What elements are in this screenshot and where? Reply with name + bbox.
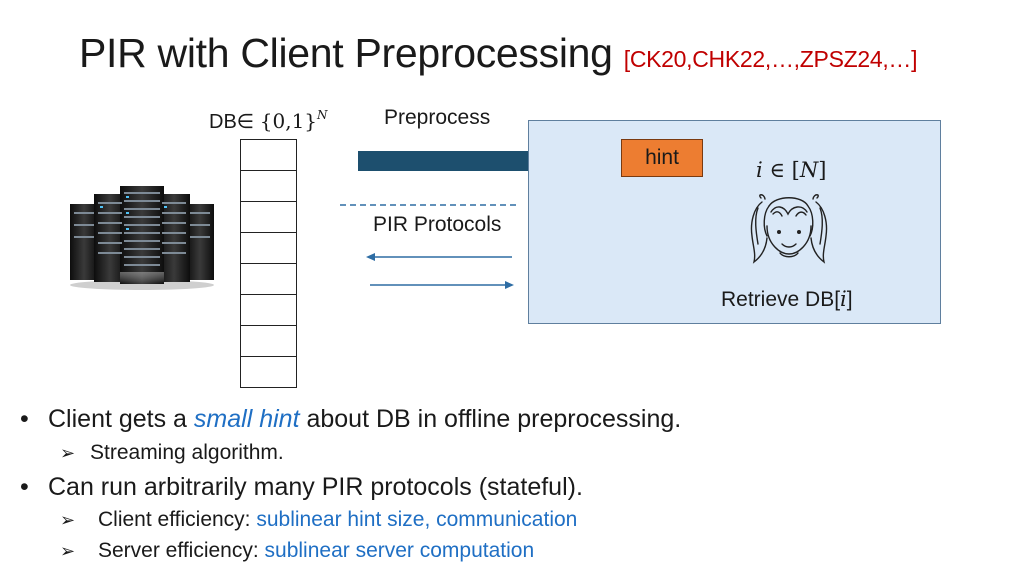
db-cell <box>241 357 296 388</box>
db-cell <box>241 171 296 202</box>
index-expression: i ∈ [N] <box>756 158 827 182</box>
bullet-1: •Client gets a small hint about DB in of… <box>20 405 682 433</box>
preprocess-label: Preprocess <box>384 106 491 129</box>
db-array <box>240 139 297 388</box>
client-girl-icon <box>750 194 828 264</box>
small-hint-emphasis: small hint <box>193 405 300 433</box>
db-cell <box>241 264 296 295</box>
title-text: PIR with Client Preprocessing <box>79 30 613 76</box>
pir-arrows <box>366 253 514 289</box>
hint-box: hint <box>621 139 703 177</box>
bullet-2: • Can run arbitrarily many PIR protocols … <box>20 473 583 502</box>
arrow-bullet-icon: ➢ <box>60 541 76 561</box>
slide-title: PIR with Client Preprocessing [CK20,CHK2… <box>79 30 918 77</box>
db-cell <box>241 326 296 357</box>
arrow-bullet-icon: ➢ <box>60 510 76 530</box>
db-label-prefix: DB∈ <box>209 111 260 133</box>
db-cell <box>241 233 296 264</box>
pir-protocols-label: PIR Protocols <box>373 213 502 236</box>
db-cell <box>241 202 296 233</box>
bullet-dot: • <box>20 473 29 501</box>
bullet-2-sub-2: ➢Server efficiency: sublinear server com… <box>60 539 535 562</box>
retrieve-label: Retrieve DB[i] <box>721 287 853 311</box>
preprocess-arrow <box>358 138 606 184</box>
citation: [CK20,CHK22,…,ZPSZ24,…] <box>623 46 918 72</box>
db-exponent: N <box>317 108 328 122</box>
arrow-bullet-icon: ➢ <box>60 443 76 463</box>
server-rack-icon <box>70 186 214 290</box>
db-label: DB∈ {0,1}N <box>209 108 328 134</box>
bullet-2-sub-1: ➢Client efficiency: sublinear hint size,… <box>60 508 578 531</box>
bullet-1-text: Client gets a <box>48 405 194 433</box>
bullet-2-text: Can run arbitrarily many PIR protocols (… <box>48 473 583 501</box>
bullet-1-sub-1: ➢Streaming algorithm. <box>60 441 284 464</box>
db-set: {0,1} <box>259 109 318 133</box>
client-box <box>528 120 941 324</box>
bullet-dot: • <box>20 405 29 433</box>
db-cell <box>241 295 296 326</box>
dashed-divider <box>340 204 518 206</box>
db-cell <box>241 140 296 171</box>
